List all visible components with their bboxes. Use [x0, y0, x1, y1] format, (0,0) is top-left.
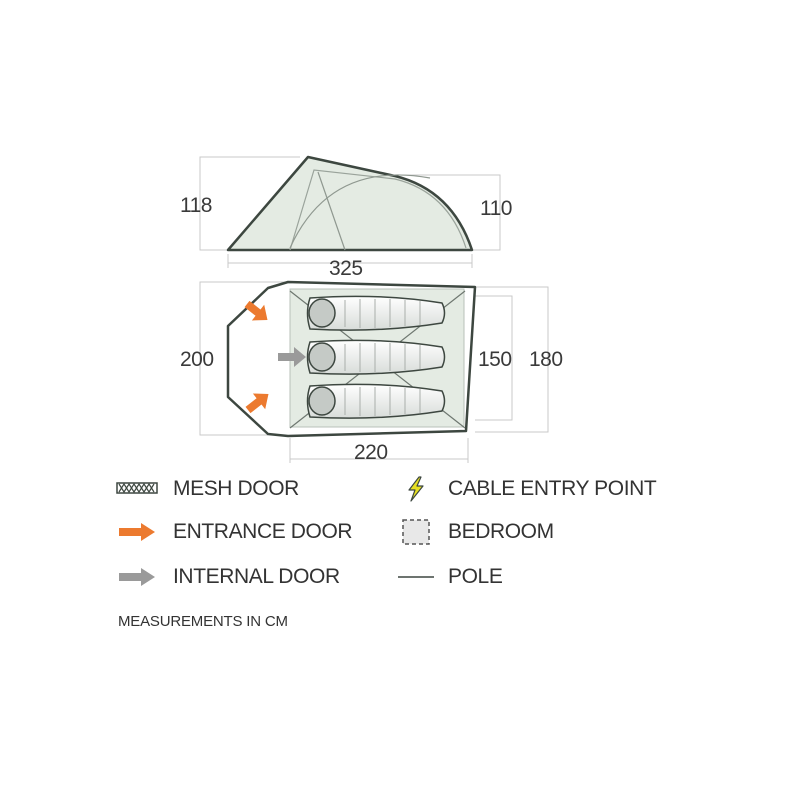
orange-arrow-icon [113, 519, 161, 545]
inner-tent-side [289, 169, 467, 251]
measurement-units-note: MEASUREMENTS IN CM [118, 613, 288, 630]
flysheet-side [226, 155, 474, 252]
pole-line-icon [396, 564, 436, 590]
dimension-total-width: 200 [180, 348, 214, 371]
bedroom-square-icon [396, 519, 436, 545]
legend-bedroom-label: BEDROOM [448, 520, 554, 543]
side-elevation [199, 155, 501, 268]
entrance-arrow-bottom-icon [245, 393, 269, 414]
legend-cable-entry-label: CABLE ENTRY POINT [448, 477, 657, 500]
legend-bedroom: BEDROOM [396, 519, 554, 545]
lightning-bolt-icon [396, 476, 436, 502]
dimension-total-length: 325 [329, 257, 363, 280]
sleeping-bag-2 [306, 339, 446, 375]
plan-view [199, 280, 549, 463]
plan-dimension-lines [199, 281, 549, 463]
legend-mesh-door-label: MESH DOOR [173, 477, 299, 500]
mesh-door-icon [113, 476, 161, 502]
legend-mesh-door: MESH DOOR [113, 476, 299, 502]
dimension-outer-width: 180 [529, 348, 563, 371]
pole-side-stick [317, 171, 346, 251]
side-dimension-lines [199, 156, 501, 268]
sleeping-bag-3 [306, 383, 446, 419]
legend-entrance-door-label: ENTRANCE DOOR [173, 520, 353, 543]
dimension-bedroom-length: 220 [354, 441, 388, 464]
legend-pole-label: POLE [448, 565, 503, 588]
sleeping-bag-1 [306, 295, 446, 331]
legend-internal-door-label: INTERNAL DOOR [173, 565, 340, 588]
grey-arrow-icon [113, 564, 161, 590]
dimension-bedroom-width: 150 [478, 348, 512, 371]
dimension-rear-height: 110 [480, 197, 512, 220]
legend-entrance-door: ENTRANCE DOOR [113, 519, 353, 545]
entrance-door-arrows [244, 300, 269, 414]
sleeping-bags [306, 295, 446, 419]
legend-cable-entry: CABLE ENTRY POINT [396, 476, 657, 502]
legend-internal-door: INTERNAL DOOR [113, 564, 340, 590]
legend-pole: POLE [396, 564, 503, 590]
pole-side-arc [289, 174, 431, 249]
entrance-arrow-top-icon [244, 300, 268, 321]
internal-door-arrow-icon [278, 347, 306, 367]
dimension-front-height: 118 [180, 194, 212, 217]
